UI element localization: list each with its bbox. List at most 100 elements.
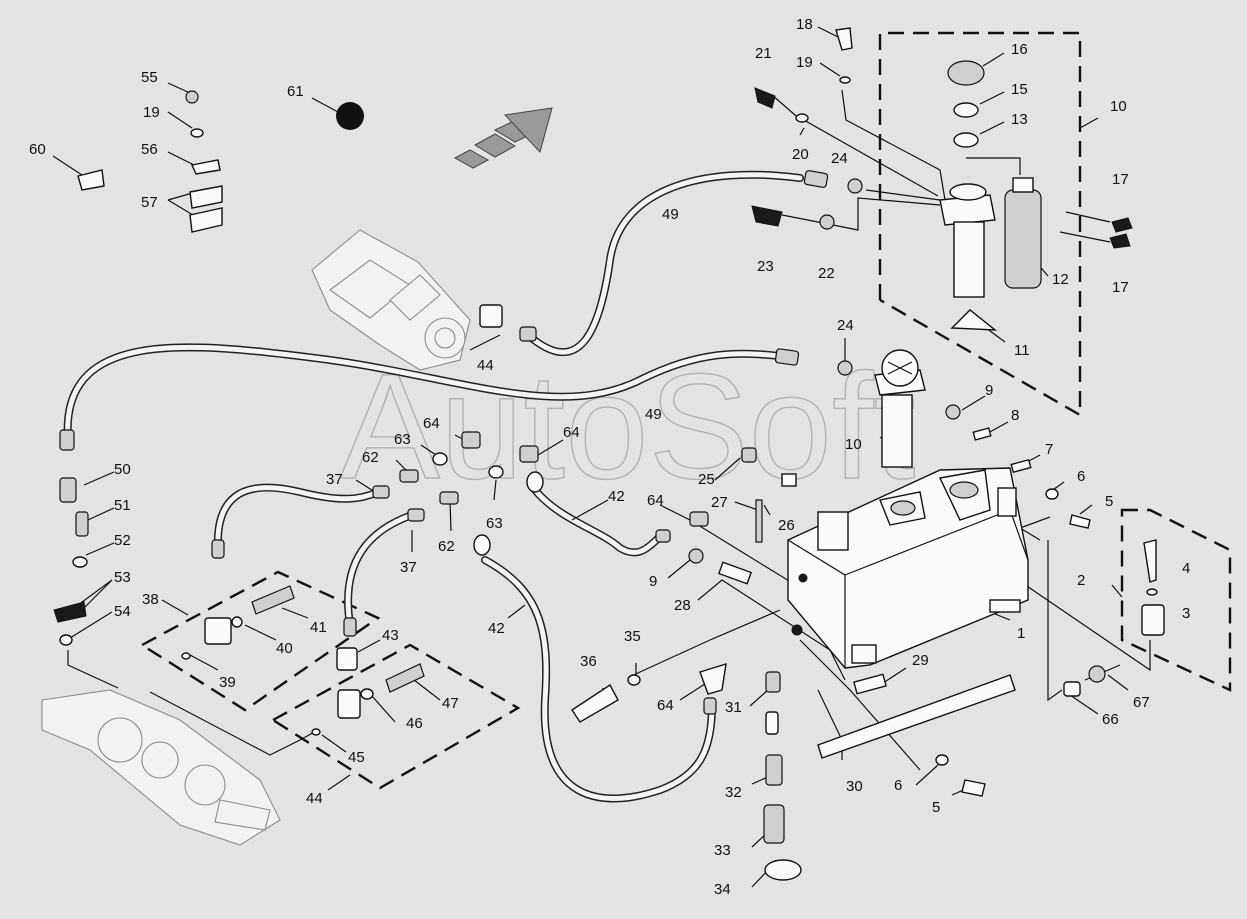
callout-67: 67 [1133,694,1150,711]
callout-22: 22 [818,265,835,282]
callout-24: 24 [831,150,848,167]
callout-49: 49 [645,406,662,423]
callout-54: 54 [114,603,131,620]
callout-10: 10 [845,436,862,453]
callout-20: 20 [792,146,809,163]
callout-49: 49 [662,206,679,223]
callout-62: 62 [438,538,455,555]
callout-46: 46 [406,715,423,732]
callout-labels: 1 2 3 4 5 5 6 6 7 8 9 9 10 10 11 12 13 1… [29,16,1190,898]
filter-housing-10 [939,183,996,298]
callout-61: 61 [287,83,304,100]
callout-10: 10 [1110,98,1127,115]
callout-7: 7 [1045,441,1053,458]
callout-24: 24 [837,317,854,334]
callout-39: 39 [219,674,236,691]
callout-27: 27 [711,494,728,511]
callout-56: 56 [141,141,158,158]
hose-37-upper [213,483,382,554]
hose-37-lower [344,511,416,629]
callout-42: 42 [608,488,625,505]
callout-5: 5 [932,799,940,816]
callout-4: 4 [1182,560,1190,577]
callout-9: 9 [649,573,657,590]
callout-51: 51 [114,497,131,514]
o-ring-15 [953,102,979,118]
callout-26: 26 [778,517,795,534]
callout-21: 21 [755,45,772,62]
callout-1: 1 [1017,625,1025,642]
callout-62: 62 [362,449,379,466]
callout-18: 18 [796,16,813,33]
return-filter-10 [874,349,926,468]
filter-cap-16 [947,60,985,86]
callout-8: 8 [1011,407,1019,424]
callout-52: 52 [114,532,131,549]
callout-17: 17 [1112,279,1129,296]
clip-17 [1109,217,1133,249]
callout-12: 12 [1052,271,1069,288]
callout-57: 57 [141,194,158,211]
fitting-group-frame [1120,508,1232,692]
filter-group-frame [878,31,1082,418]
valve-group-frame-38 [139,570,381,712]
callout-19: 19 [796,54,813,71]
valve-group-frame-44 [270,643,521,790]
callout-64: 64 [563,424,580,441]
callout-50: 50 [114,461,131,478]
fittings [53,27,1165,881]
callout-40: 40 [276,640,293,657]
hose-49-lower [63,343,784,444]
callout-35: 35 [624,628,641,645]
callout-34: 34 [714,881,731,898]
hydraulic-tank [787,467,1029,669]
callout-29: 29 [912,652,929,669]
callout-23: 23 [757,258,774,275]
callout-55: 55 [141,69,158,86]
gasket-11 [950,309,998,331]
dot-marker-61 [336,102,364,130]
callout-38: 38 [142,591,159,608]
callout-53: 53 [114,569,131,586]
callout-6: 6 [1077,468,1085,485]
callout-63: 63 [394,431,411,448]
callout-63: 63 [486,515,503,532]
callout-9: 9 [985,382,993,399]
callout-64: 64 [647,492,664,509]
hose-42-upper [531,486,666,557]
callout-15: 15 [1011,81,1028,98]
o-ring-13 [953,132,979,148]
direction-arrow-icon [453,107,553,169]
callout-5: 5 [1105,493,1113,510]
callout-13: 13 [1011,111,1028,128]
callout-28: 28 [674,597,691,614]
callout-36: 36 [580,653,597,670]
callout-64: 64 [657,697,674,714]
callout-47: 47 [442,695,459,712]
callout-16: 16 [1011,41,1028,58]
callout-2: 2 [1077,572,1085,589]
callout-25: 25 [698,471,715,488]
hose-42-lower [481,556,716,803]
watermark: AutoSoft [340,342,915,510]
callout-6: 6 [894,777,902,794]
callout-37: 37 [400,559,417,576]
callout-3: 3 [1182,605,1190,622]
pump-ghost-bottom [41,689,281,846]
callout-33: 33 [714,842,731,859]
callout-45: 45 [348,749,365,766]
callout-17: 17 [1112,171,1129,188]
callout-43: 43 [382,627,399,644]
callout-32: 32 [725,784,742,801]
filter-element-12 [1004,177,1042,289]
callout-66: 66 [1102,711,1119,728]
callout-19: 19 [143,104,160,121]
callout-30: 30 [846,778,863,795]
callout-44: 44 [306,790,323,807]
callout-44: 44 [477,357,494,374]
callout-31: 31 [725,699,742,716]
hose-49-upper [524,170,804,357]
pump-ghost-top [311,229,471,371]
callout-11: 11 [1014,342,1030,359]
